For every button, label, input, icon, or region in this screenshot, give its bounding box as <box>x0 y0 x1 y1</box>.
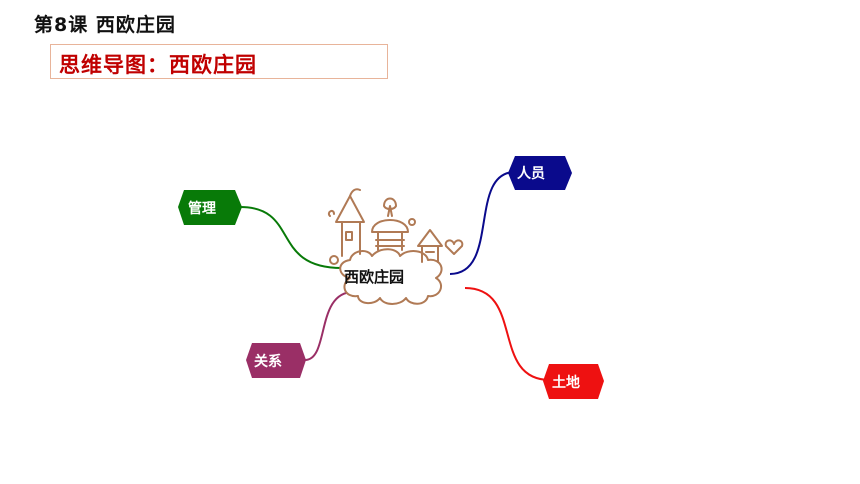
map-title-box: 思维导图：西欧庄园 <box>50 44 388 79</box>
node-guanli[interactable]: 管理 <box>178 190 242 225</box>
node-renyuan-label: 人员 <box>517 165 545 182</box>
node-guanxi-label: 关系 <box>254 353 282 370</box>
node-renyuan[interactable]: 人员 <box>508 156 572 190</box>
center-node-label: 西欧庄园 <box>344 268 404 286</box>
connector-tudi <box>464 287 551 381</box>
castle-cloud-icon <box>327 188 464 305</box>
node-tudi-label: 土地 <box>552 374 580 391</box>
map-title: 思维导图：西欧庄园 <box>59 53 257 77</box>
connector-guanli <box>239 206 343 269</box>
connector-guanxi <box>304 290 356 361</box>
node-guanli-label: 管理 <box>188 200 216 217</box>
node-tudi[interactable]: 土地 <box>543 364 604 399</box>
connector-renyuan <box>449 171 516 275</box>
node-guanxi[interactable]: 关系 <box>246 343 306 378</box>
lesson-title: 第8课 西欧庄园 <box>34 14 176 36</box>
